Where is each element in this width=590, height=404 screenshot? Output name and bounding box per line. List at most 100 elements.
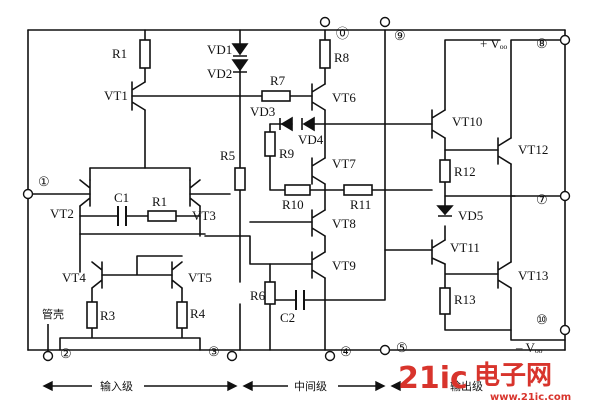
resistor-r8 [319,39,331,69]
label-vt2: VT2 [50,206,74,221]
transistor-vt7 [311,157,326,185]
transistor-vt12 [497,137,512,165]
diode-vd2 [231,59,249,73]
label-pin0: ⓪ [336,26,349,41]
label-vd5: VD5 [458,208,483,223]
resistor-r13 [439,287,451,315]
terminal-pin4 [324,350,336,362]
label-vcc-neg: – Vₒₒ [515,340,543,355]
stage-input: 输入级 [100,379,133,393]
label-r7: R7 [270,73,286,88]
label-vt10: VT10 [452,114,482,129]
stage-output: 输出级 [450,379,483,393]
terminal-pin8 [559,34,571,46]
label-r13: R13 [454,292,476,307]
diode-vd5 [436,205,454,217]
terminal-pin7 [559,190,571,202]
wire-mirror [59,255,201,351]
terminal-pin9 [379,16,391,28]
diode-vd4 [301,116,315,132]
label-pin10: ⑩ [536,312,548,327]
transistor-vt6 [311,83,326,111]
terminal-pin10 [559,324,571,336]
wire-vt2 [27,167,91,273]
label-r1-mid: R1 [152,194,167,209]
wire-r9 [269,123,326,191]
label-r8: R8 [334,50,349,65]
label-pin7: ⑦ [536,192,548,207]
resistor-r7 [261,90,291,102]
label-pin3: ③ [208,344,220,359]
wire-r12 [444,149,516,197]
label-r9: R9 [279,146,294,161]
label-vt12: VT12 [518,142,548,157]
diode-vd1 [231,43,249,57]
terminal-pin1 [22,188,34,200]
label-pin9: ⑨ [394,28,406,43]
label-pin4: ④ [340,344,352,359]
diode-vd3 [279,116,293,132]
watermark-brand: 21ic [398,361,468,396]
label-vt9: VT9 [332,258,356,273]
label-vcc-pos: + Vₒₒ [480,36,507,51]
transistor-vt3 [189,179,201,207]
resistor-r10 [284,184,311,196]
label-c2: C2 [280,310,295,325]
stage-input-arrow-left [42,380,92,392]
transistor-vt4 [91,261,103,289]
wire-vt13 [510,195,566,341]
transistor-vt5 [171,261,183,289]
label-r12: R12 [454,164,476,179]
label-vt8: VT8 [332,216,356,231]
label-pin8: ⑧ [536,36,548,51]
resistor-r12 [439,159,451,183]
label-r11: R11 [350,197,371,212]
terminal-pin3 [226,350,238,362]
terminal-pin2 [42,350,54,362]
transistor-vt13 [497,261,512,289]
capacitor-c1 [117,206,127,226]
terminal-pin0 [319,16,331,28]
label-r3: R3 [100,308,115,323]
label-r4: R4 [190,306,206,321]
label-case: 管壳 [42,307,64,321]
capacitor-c2 [295,290,305,310]
stage-middle-arrow-left [242,380,288,392]
resistor-r4 [176,301,188,329]
resistor-r3 [86,301,98,329]
label-c1: C1 [114,190,129,205]
label-vt5: VT5 [188,270,212,285]
label-vt7: VT7 [332,156,356,171]
transistor-vt2 [79,179,91,207]
transistor-vt10 [431,109,446,139]
transistor-vt9 [311,251,326,279]
watermark-url: www.21ic.com [490,392,571,403]
wire-vt9 [204,221,326,351]
stage-output-arrow-left [390,380,412,392]
label-vt6: VT6 [332,90,356,105]
stage-input-arrow-right [144,380,238,392]
label-vd2: VD2 [207,66,232,81]
resistor-r6 [264,281,276,305]
label-pin1: ① [38,174,50,189]
label-vt11: VT11 [450,240,480,255]
label-vt4: VT4 [62,270,86,285]
label-r5: R5 [220,148,235,163]
label-vt13: VT13 [518,268,548,283]
label-r10: R10 [282,197,304,212]
label-r6: R6 [250,288,266,303]
wire-vt11 [444,263,512,331]
wire-c2 [269,249,386,301]
resistor-r1-mid [147,210,177,222]
resistor-r11 [343,184,373,196]
resistor-r9 [264,131,276,157]
label-vt1: VT1 [104,88,128,103]
stage-middle: 中间级 [294,380,327,393]
wire-vt10 [444,39,501,207]
transistor-vt8 [311,209,326,237]
label-vd3: VD3 [250,104,275,119]
label-pin2: ② [60,346,72,361]
wire-vt3 [189,167,231,237]
wire-pin9 [384,29,433,251]
